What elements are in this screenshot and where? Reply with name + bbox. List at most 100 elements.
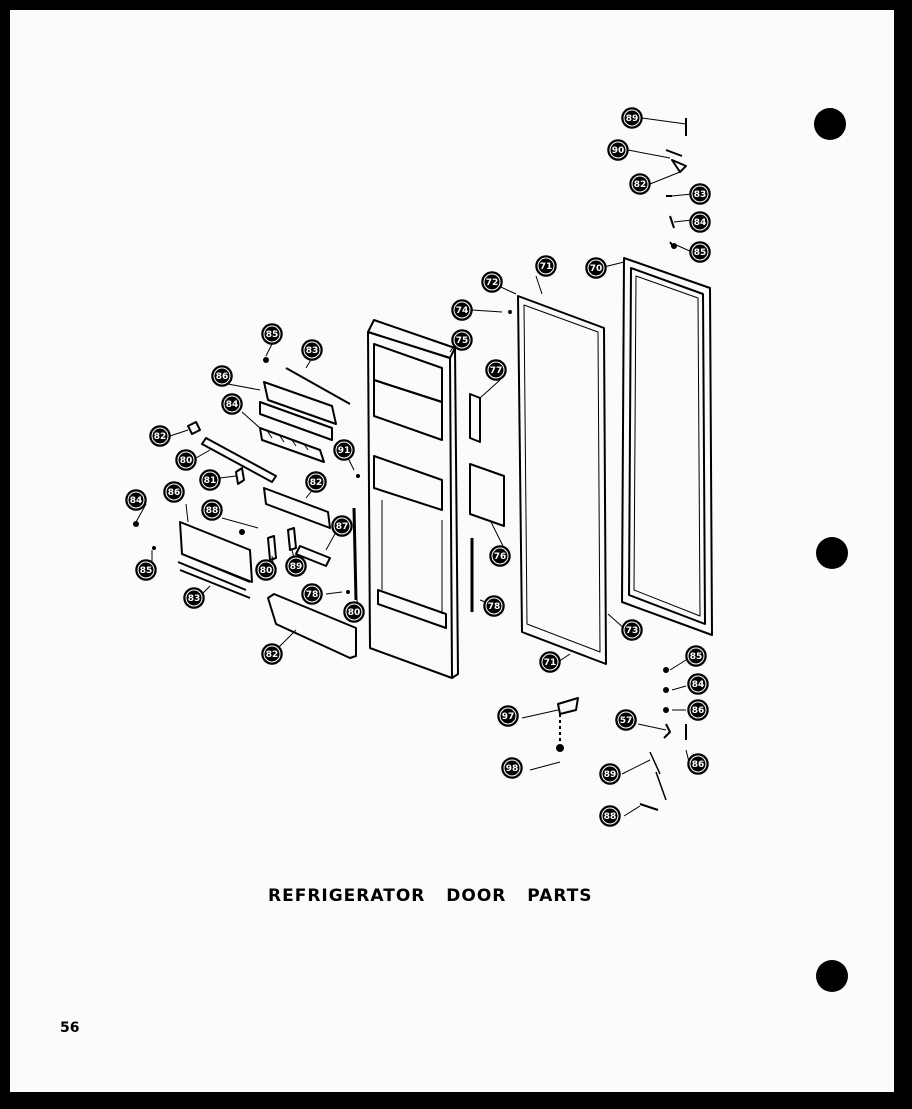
callout-number: 87 [336,522,349,532]
callout-labels: 89 90 82 83 84 85 71 72 74 70 75 77 85 83 86 84 82 80 91 81… [125,107,711,827]
callout-91: 91 [333,439,355,461]
callout-number: 88 [604,812,617,822]
callout-70: 70 [585,257,607,279]
callout-number: 71 [544,658,557,668]
callout-number: 98 [506,764,519,774]
callout-82: 82 [261,643,283,665]
binder-hole-bottom [816,960,848,992]
callout-number: 71 [540,262,553,272]
page-number: 56 [60,1020,80,1036]
callout-number: 86 [168,488,181,498]
callout-number: 90 [612,146,625,156]
callout-number: 88 [206,506,219,516]
callout-number: 78 [488,602,501,612]
callout-90: 90 [607,139,629,161]
callout-number: 77 [490,366,503,376]
callout-number: 89 [290,562,303,572]
callout-number: 73 [626,626,639,636]
dairy-bin [179,521,253,583]
callout-number: 84 [694,218,707,228]
callout-number: 85 [140,566,153,576]
callout-98: 98 [501,757,523,779]
callout-89: 89 [285,555,307,577]
callout-85: 85 [261,323,283,345]
callout-number: 76 [494,552,507,562]
callout-number: 83 [188,594,201,604]
callout-number: 82 [266,650,279,660]
callout-number: 72 [486,278,499,288]
callout-86: 86 [211,365,233,387]
callout-85: 85 [135,559,157,581]
callout-number: 97 [502,712,515,722]
callout-80: 80 [175,449,197,471]
callout-84: 84 [125,489,147,511]
diagram-title: REFRIGERATOR DOOR PARTS [268,886,593,906]
callout-71: 71 [535,255,557,277]
callout-number: 74 [456,306,469,316]
egg-tray [259,427,325,463]
callout-88: 88 [201,499,223,521]
callout-78: 78 [301,583,323,605]
bottom-door-shelf [267,593,357,659]
callout-number: 85 [694,248,707,258]
callout-97: 97 [497,705,519,727]
callout-85: 85 [689,241,711,263]
callout-number: 81 [204,476,217,486]
callout-number: 80 [260,566,273,576]
callout-82: 82 [149,425,171,447]
binder-hole-top [814,108,846,140]
callout-78: 78 [483,595,505,617]
callout-number: 80 [180,456,193,466]
callout-number: 86 [216,372,229,382]
callout-number: 84 [692,680,705,690]
callout-number: 86 [692,760,705,770]
callout-88: 88 [599,805,621,827]
callout-86: 86 [687,699,709,721]
callout-80: 80 [255,559,277,581]
callout-number: 70 [590,264,603,274]
callout-number: 78 [306,590,319,600]
callout-number: 84 [226,400,239,410]
callout-84: 84 [221,393,243,415]
callout-84: 84 [687,673,709,695]
callout-number: 57 [620,716,633,726]
callout-77: 77 [485,359,507,381]
callout-86: 86 [163,481,185,503]
callout-number: 89 [626,114,639,124]
callout-number: 91 [338,446,351,456]
callout-86: 86 [687,753,709,775]
exploded-parts-diagram: 89 90 82 83 84 85 71 72 74 70 75 77 85 83 86 84 82 80 91 81… [125,107,713,827]
callout-84: 84 [689,211,711,233]
callout-number: 83 [694,190,707,200]
callout-83: 83 [689,183,711,205]
callout-number: 86 [692,706,705,716]
callout-number: 85 [266,330,279,340]
callout-83: 83 [183,587,205,609]
callout-number: 84 [130,496,143,506]
callout-73: 73 [621,619,643,641]
binder-hole-middle [816,537,848,569]
callout-number: 75 [456,336,469,346]
callout-number: 80 [348,608,361,618]
callout-89: 89 [621,107,643,129]
callout-74: 74 [451,299,473,321]
callout-83: 83 [301,339,323,361]
callout-number: 83 [306,346,319,356]
door-panel [517,295,607,665]
parts-sheet: 89 90 82 83 84 85 71 72 74 70 75 77 85 83 86 84 82 80 91 81… [10,10,894,1092]
inner-door-liner [367,319,456,359]
callout-71: 71 [539,651,561,673]
callout-number: 82 [634,180,647,190]
callout-number: 89 [604,770,617,780]
door-gasket [621,257,713,636]
callout-85: 85 [685,645,707,667]
callout-89: 89 [599,763,621,785]
callout-76: 76 [489,545,511,567]
callout-87: 87 [331,515,353,537]
callout-number: 85 [690,652,703,662]
callout-72: 72 [481,271,503,293]
callout-75: 75 [451,329,473,351]
callout-80: 80 [343,601,365,623]
callout-number: 82 [310,478,323,488]
door-shelf-rail [285,367,351,405]
